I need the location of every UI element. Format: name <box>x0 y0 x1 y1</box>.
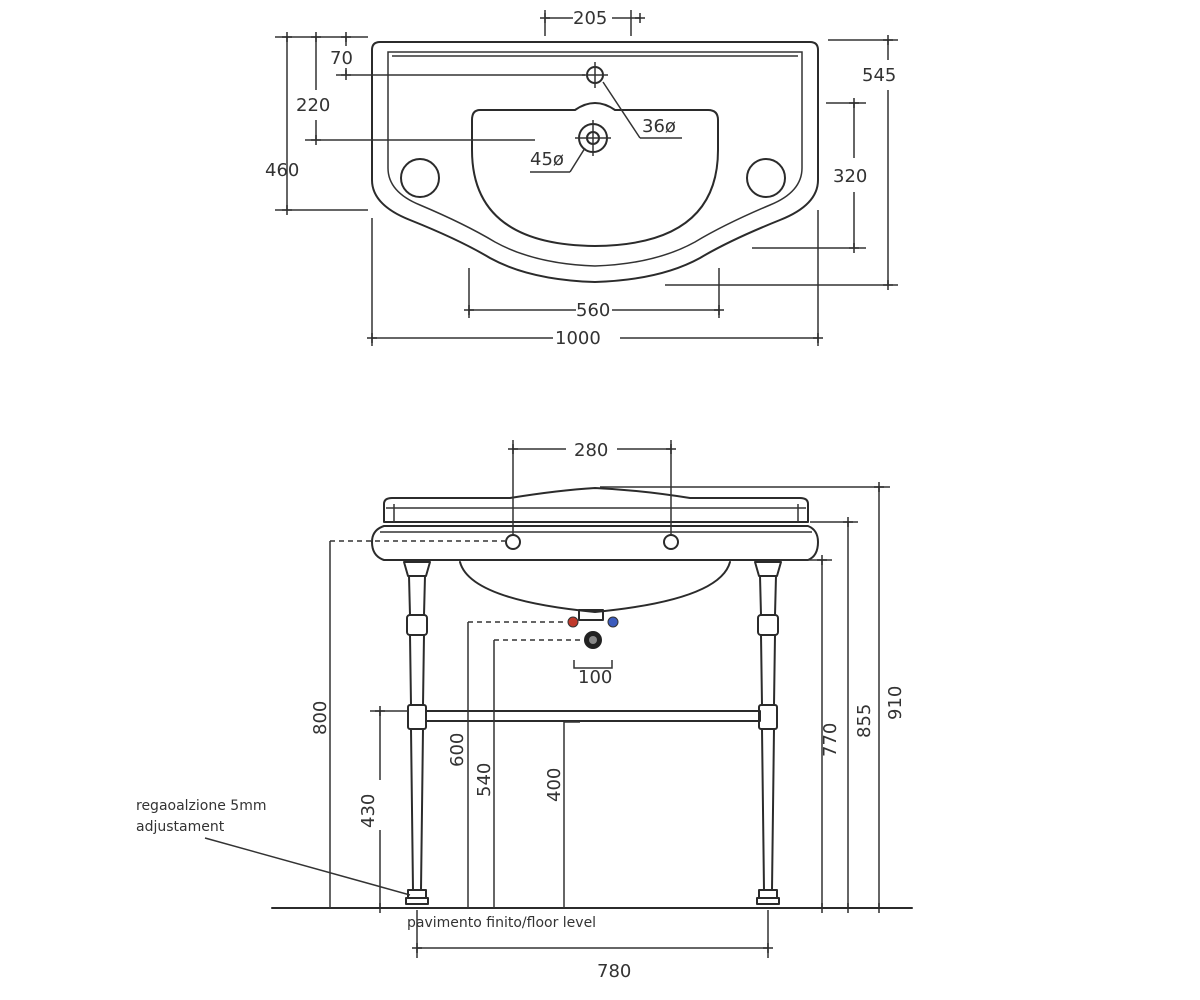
dim-770: 770 <box>820 723 841 757</box>
dim-70: 70 <box>330 48 353 69</box>
front-view: pavimento finito/floor level 280 100 800… <box>136 440 913 982</box>
dim-100: 100 <box>578 667 612 688</box>
dim-855: 855 <box>854 704 875 738</box>
right-fixing-hole <box>746 158 786 198</box>
right-leg <box>754 561 782 905</box>
front-top <box>383 487 809 523</box>
dim-400: 400 <box>544 768 565 802</box>
dim-545: 545 <box>862 65 896 86</box>
top-view: 205 70 220 460 36ø 45ø 545 320 <box>265 8 898 349</box>
basin-inner-rim <box>387 51 803 267</box>
floor-label: pavimento finito/floor level <box>407 915 596 931</box>
left-leg <box>403 561 431 905</box>
dim-280: 280 <box>574 440 608 461</box>
dim-910: 910 <box>885 686 906 720</box>
dim-45: 45ø <box>530 149 564 170</box>
dim-205: 205 <box>573 8 607 29</box>
dim-320: 320 <box>833 166 867 187</box>
dim-540: 540 <box>474 763 495 797</box>
dim-460: 460 <box>265 160 299 181</box>
dim-220: 220 <box>296 95 330 116</box>
cold-supply <box>607 616 619 628</box>
hot-supply <box>567 616 579 628</box>
left-mount-hole <box>505 534 521 550</box>
basin-bowl <box>471 102 719 247</box>
dim-600: 600 <box>447 733 468 767</box>
basin-outline <box>371 41 819 283</box>
left-fixing-hole <box>400 158 440 198</box>
front-apron <box>371 525 819 561</box>
towel-bar <box>425 710 761 722</box>
dim-36: 36ø <box>642 116 676 137</box>
adjustment-note-line2: adjustament <box>136 819 225 835</box>
dim-1000: 1000 <box>555 328 601 349</box>
dim-780: 780 <box>597 961 631 982</box>
dim-430: 430 <box>358 794 379 828</box>
front-bowl <box>459 561 731 613</box>
right-mount-hole <box>663 534 679 550</box>
dim-800: 800 <box>310 701 331 735</box>
adjustment-note-line1: regaoalzione 5mm <box>136 798 266 814</box>
dim-560: 560 <box>576 300 610 321</box>
